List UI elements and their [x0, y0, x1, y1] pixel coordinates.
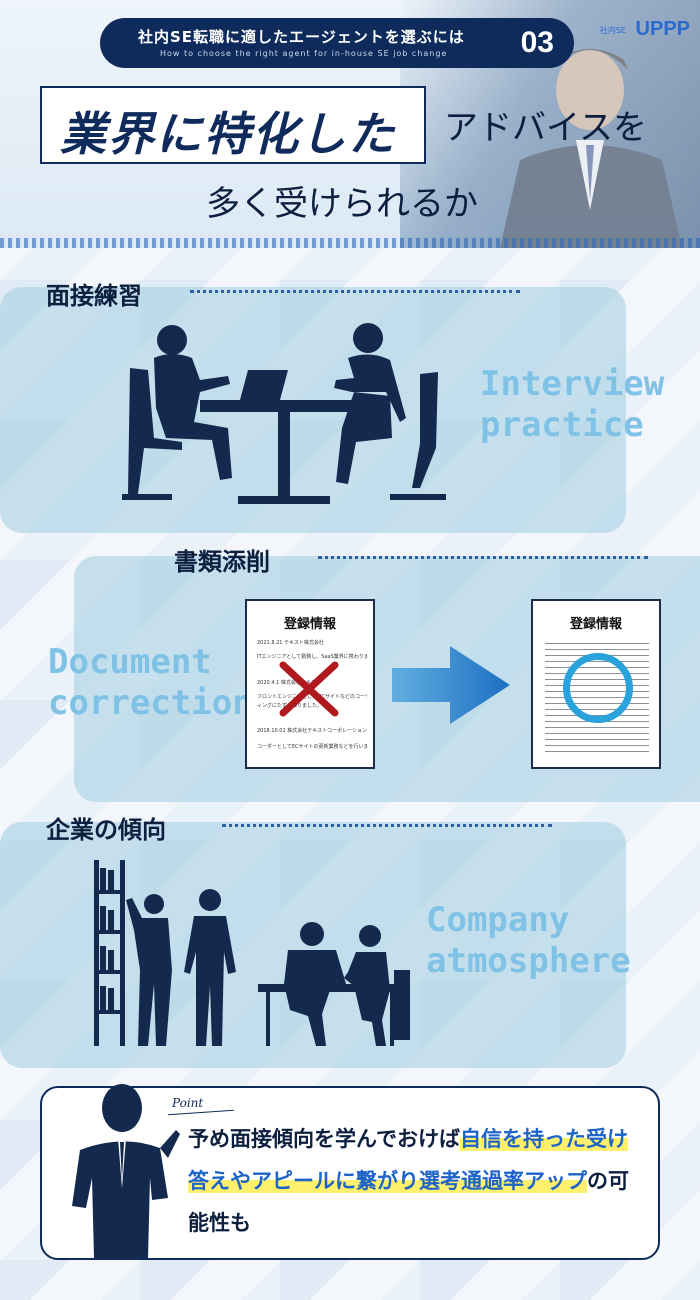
- office-silhouette-icon: [94, 860, 410, 1046]
- header: 社内SE転職に適したエージェントを選ぶには How to choose the …: [0, 0, 700, 248]
- doc-line: 2018.10.01 株式会社テキストコーポレーション: [257, 728, 367, 734]
- doc-line: フロントエンジニアとして ECサイトなどのコーデ: [257, 694, 367, 700]
- pointing-businessman-icon: [72, 1084, 180, 1258]
- title-pill: 社内SE転職に適したエージェントを選ぶには How to choose the …: [100, 18, 574, 68]
- point-text: 予め面接傾向を学んでおけば自信を持った受け答えやアピールに繋がり選考通過率アップ…: [188, 1118, 648, 1244]
- document-after: 登録情報: [531, 599, 661, 769]
- headline-boxed-text: 業界に特化した: [60, 107, 396, 161]
- x-mark-icon: [279, 661, 339, 717]
- brand-logo: UPPP: [635, 18, 690, 40]
- doc-line: 2021.8.21 テキスト株式会社: [257, 640, 324, 646]
- en-line: Interview: [480, 364, 665, 404]
- section-title-interview: 面接練習: [46, 282, 142, 310]
- pill-title-en: How to choose the right agent for in-hou…: [160, 49, 448, 58]
- point-label: Point: [172, 1096, 204, 1110]
- arrow-right-icon: [392, 646, 510, 724]
- pill-number: 03: [520, 26, 554, 59]
- headline-line2: 多く受けられるか: [206, 184, 478, 224]
- section-title-document: 書類添削: [174, 548, 270, 576]
- logo-sub: 社内SE: [599, 26, 626, 35]
- section-divider: [190, 290, 520, 293]
- document-before: 登録情報 2021.8.21 テキスト株式会社 ITエンジニアとして勤務し、Sa…: [245, 599, 375, 769]
- point-text-part: の可能性も: [188, 1169, 629, 1235]
- circle-mark-icon: [563, 653, 633, 723]
- headline-rest: アドバイスを: [444, 108, 647, 148]
- headline-highlight-box: 業界に特化した: [40, 86, 426, 164]
- en-label-company: Company atmosphere: [426, 900, 631, 982]
- doc-title: 登録情報: [283, 617, 336, 632]
- en-line: correction: [48, 682, 253, 723]
- doc-line: 2020.4.1 株式会社テキスト: [257, 680, 321, 686]
- interview-silhouette-icon: [122, 323, 446, 504]
- doc-line: ITエンジニアとして勤務し、SaaS業界に携わりました。: [257, 654, 367, 660]
- section-divider: [222, 824, 552, 827]
- section-divider: [318, 556, 648, 559]
- businessman-icon: [500, 49, 682, 248]
- doc-line: コーダーとしてECサイトの更新業務などを行いました。: [257, 744, 367, 750]
- doc-title: 登録情報: [569, 617, 622, 632]
- point-box: Point 予め面接傾向を学んでおけば自信を持った受け答えやアピールに繋がり選考…: [40, 1086, 660, 1260]
- en-label-interview: Interview practice: [480, 364, 664, 446]
- en-line: practice: [480, 404, 644, 445]
- en-line: Company: [426, 900, 570, 940]
- section-title-company: 企業の傾向: [46, 816, 166, 844]
- en-label-document: Document correction: [48, 642, 253, 724]
- en-line: atmosphere: [426, 940, 631, 981]
- header-divider: [0, 238, 700, 248]
- pill-title-ja: 社内SE転職に適したエージェントを選ぶには: [138, 28, 465, 46]
- en-line: Document: [48, 642, 212, 682]
- point-text-part: 予め面接傾向を学んでおけば: [188, 1127, 460, 1151]
